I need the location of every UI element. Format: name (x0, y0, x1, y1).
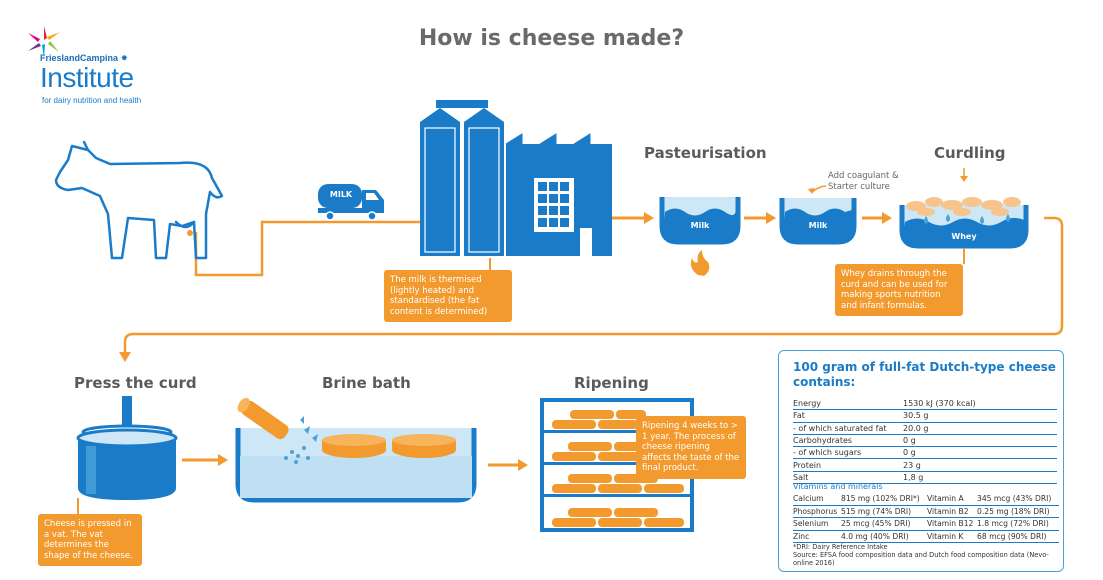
nutrient-label: Carbohydrates (793, 434, 903, 448)
nutrition-footnote: *DRI: Dairy Reference Intake Source: EFS… (793, 543, 1059, 567)
note-thermised: The milk is thermised (lightly heated) a… (384, 270, 512, 322)
nutrient-value: 30.5 g (903, 409, 1057, 423)
nutrient-value: 0 g (903, 446, 1057, 460)
vat-label-milk: Milk (690, 221, 710, 230)
press-vat-icon (76, 396, 178, 500)
brand-tagline: for dairy nutrition and health (42, 96, 142, 105)
vitamin-name: Calcium (793, 493, 841, 506)
step-label-curdling: Curdling (934, 144, 1006, 162)
arrow-head-icon (808, 188, 815, 194)
ripening-rack-icon (540, 398, 694, 532)
factory-icon (420, 100, 612, 256)
vitamin-value: 345 mcg (43% DRI) (977, 493, 1059, 506)
vitamin-name: Phosphorus (793, 505, 841, 518)
nutrient-label: Protein (793, 458, 903, 472)
vitamin-value: 68 mcg (90% DRI) (977, 530, 1059, 543)
vitamin-value: 515 mg (74% DRI) (841, 505, 927, 518)
footnote-dri: *DRI: Dairy Reference Intake (793, 543, 888, 551)
nutrient-value: 1530 kJ (370 kcal) (903, 398, 1057, 411)
nutrient-label: Fat (793, 409, 903, 423)
nutrition-title: 100 gram of full-fat Dutch-type cheese c… (793, 360, 1056, 389)
cow-icon (54, 140, 224, 260)
brand-mark: ⁕ (120, 53, 129, 63)
splash-icon (284, 416, 318, 464)
nutrient-label: Energy (793, 398, 903, 411)
vat-label-milk-curdling: Milk (808, 221, 828, 230)
vitamins-title: Vitamins and minerals (793, 482, 883, 491)
brine-bath-icon (235, 397, 477, 503)
vitamin-value: 0.25 mg (18% DRI) (977, 505, 1059, 518)
brand-logo (24, 24, 64, 64)
note-coagulant: Add coagulant & Starter culture (828, 171, 899, 192)
udder-icon (187, 230, 193, 236)
brand-name: FrieslandCampina ⁕ (40, 53, 128, 64)
vat-label-whey: Whey (951, 232, 977, 241)
cheese-wheel-icon (392, 434, 456, 458)
vitamin-name: Vitamin K (927, 530, 977, 543)
note-ripening: Ripening 4 weeks to > 1 year. The proces… (636, 416, 746, 479)
nutrient-label: Salt (793, 471, 903, 485)
vitamin-name: Zinc (793, 530, 841, 543)
whey-vat-icon (899, 197, 1029, 249)
arrow-head-icon (518, 459, 528, 471)
flow-line-cow-to-factory (194, 220, 420, 277)
vitamin-value: 25 mcg (45% DRI) (841, 517, 927, 531)
nutrient-value: 20.0 g (903, 422, 1057, 435)
nutrient-label: - of which sugars (793, 446, 903, 460)
vitamin-value: 815 mg (102% DRI*) (841, 493, 927, 506)
arrow-head-icon (882, 212, 892, 224)
vitamin-value: 4.0 mg (40% DRI) (841, 530, 927, 543)
nutrient-value: 23 g (903, 458, 1057, 472)
vitamin-value: 1.8 mcg (72% DRI) (977, 517, 1059, 531)
brand-institute: Institute (40, 62, 134, 93)
pasteurisation-vat-icon (659, 197, 741, 245)
footnote-source: Source: EFSA food composition data and D… (793, 551, 1049, 567)
truck-label: MILK (329, 190, 353, 199)
milk-truck-icon (318, 184, 384, 221)
flow-line-return (123, 216, 1064, 356)
vitamin-name: Selenium (793, 517, 841, 531)
step-label-pasteurisation: Pasteurisation (644, 144, 767, 162)
arrow-head-icon (960, 176, 968, 182)
vitamin-name: Vitamin B12 (927, 517, 977, 531)
flame-icon (690, 250, 710, 276)
nutrient-value: 1,8 g (903, 471, 1057, 485)
page-title: How is cheese made? (418, 26, 685, 51)
star-logo-icon (28, 26, 60, 58)
arrow-head-icon (218, 454, 228, 466)
cheese-wheel-icon (322, 434, 386, 458)
curdling-vat-icon (779, 198, 857, 245)
nutrient-value: 0 g (903, 434, 1057, 448)
nutrition-panel: 100 gram of full-fat Dutch-type cheese c… (778, 350, 1064, 572)
arrow-head-icon (119, 352, 131, 362)
brand-line1: FrieslandCampina (40, 53, 119, 63)
step-label-press: Press the curd (74, 374, 197, 392)
arrow-head-icon (644, 212, 654, 224)
step-label-ripening: Ripening (574, 374, 649, 392)
vitamin-name: Vitamin A (927, 493, 977, 506)
tilted-cheese-icon (237, 397, 289, 440)
nutrient-label: - of which saturated fat (793, 422, 903, 435)
vitamin-name: Vitamin B2 (927, 505, 977, 518)
note-whey: Whey drains through the curd and can be … (835, 264, 963, 316)
arrow-head-icon (766, 212, 776, 224)
step-label-brine: Brine bath (322, 374, 411, 392)
note-press: Cheese is pressed in a vat. The vat dete… (38, 514, 142, 566)
